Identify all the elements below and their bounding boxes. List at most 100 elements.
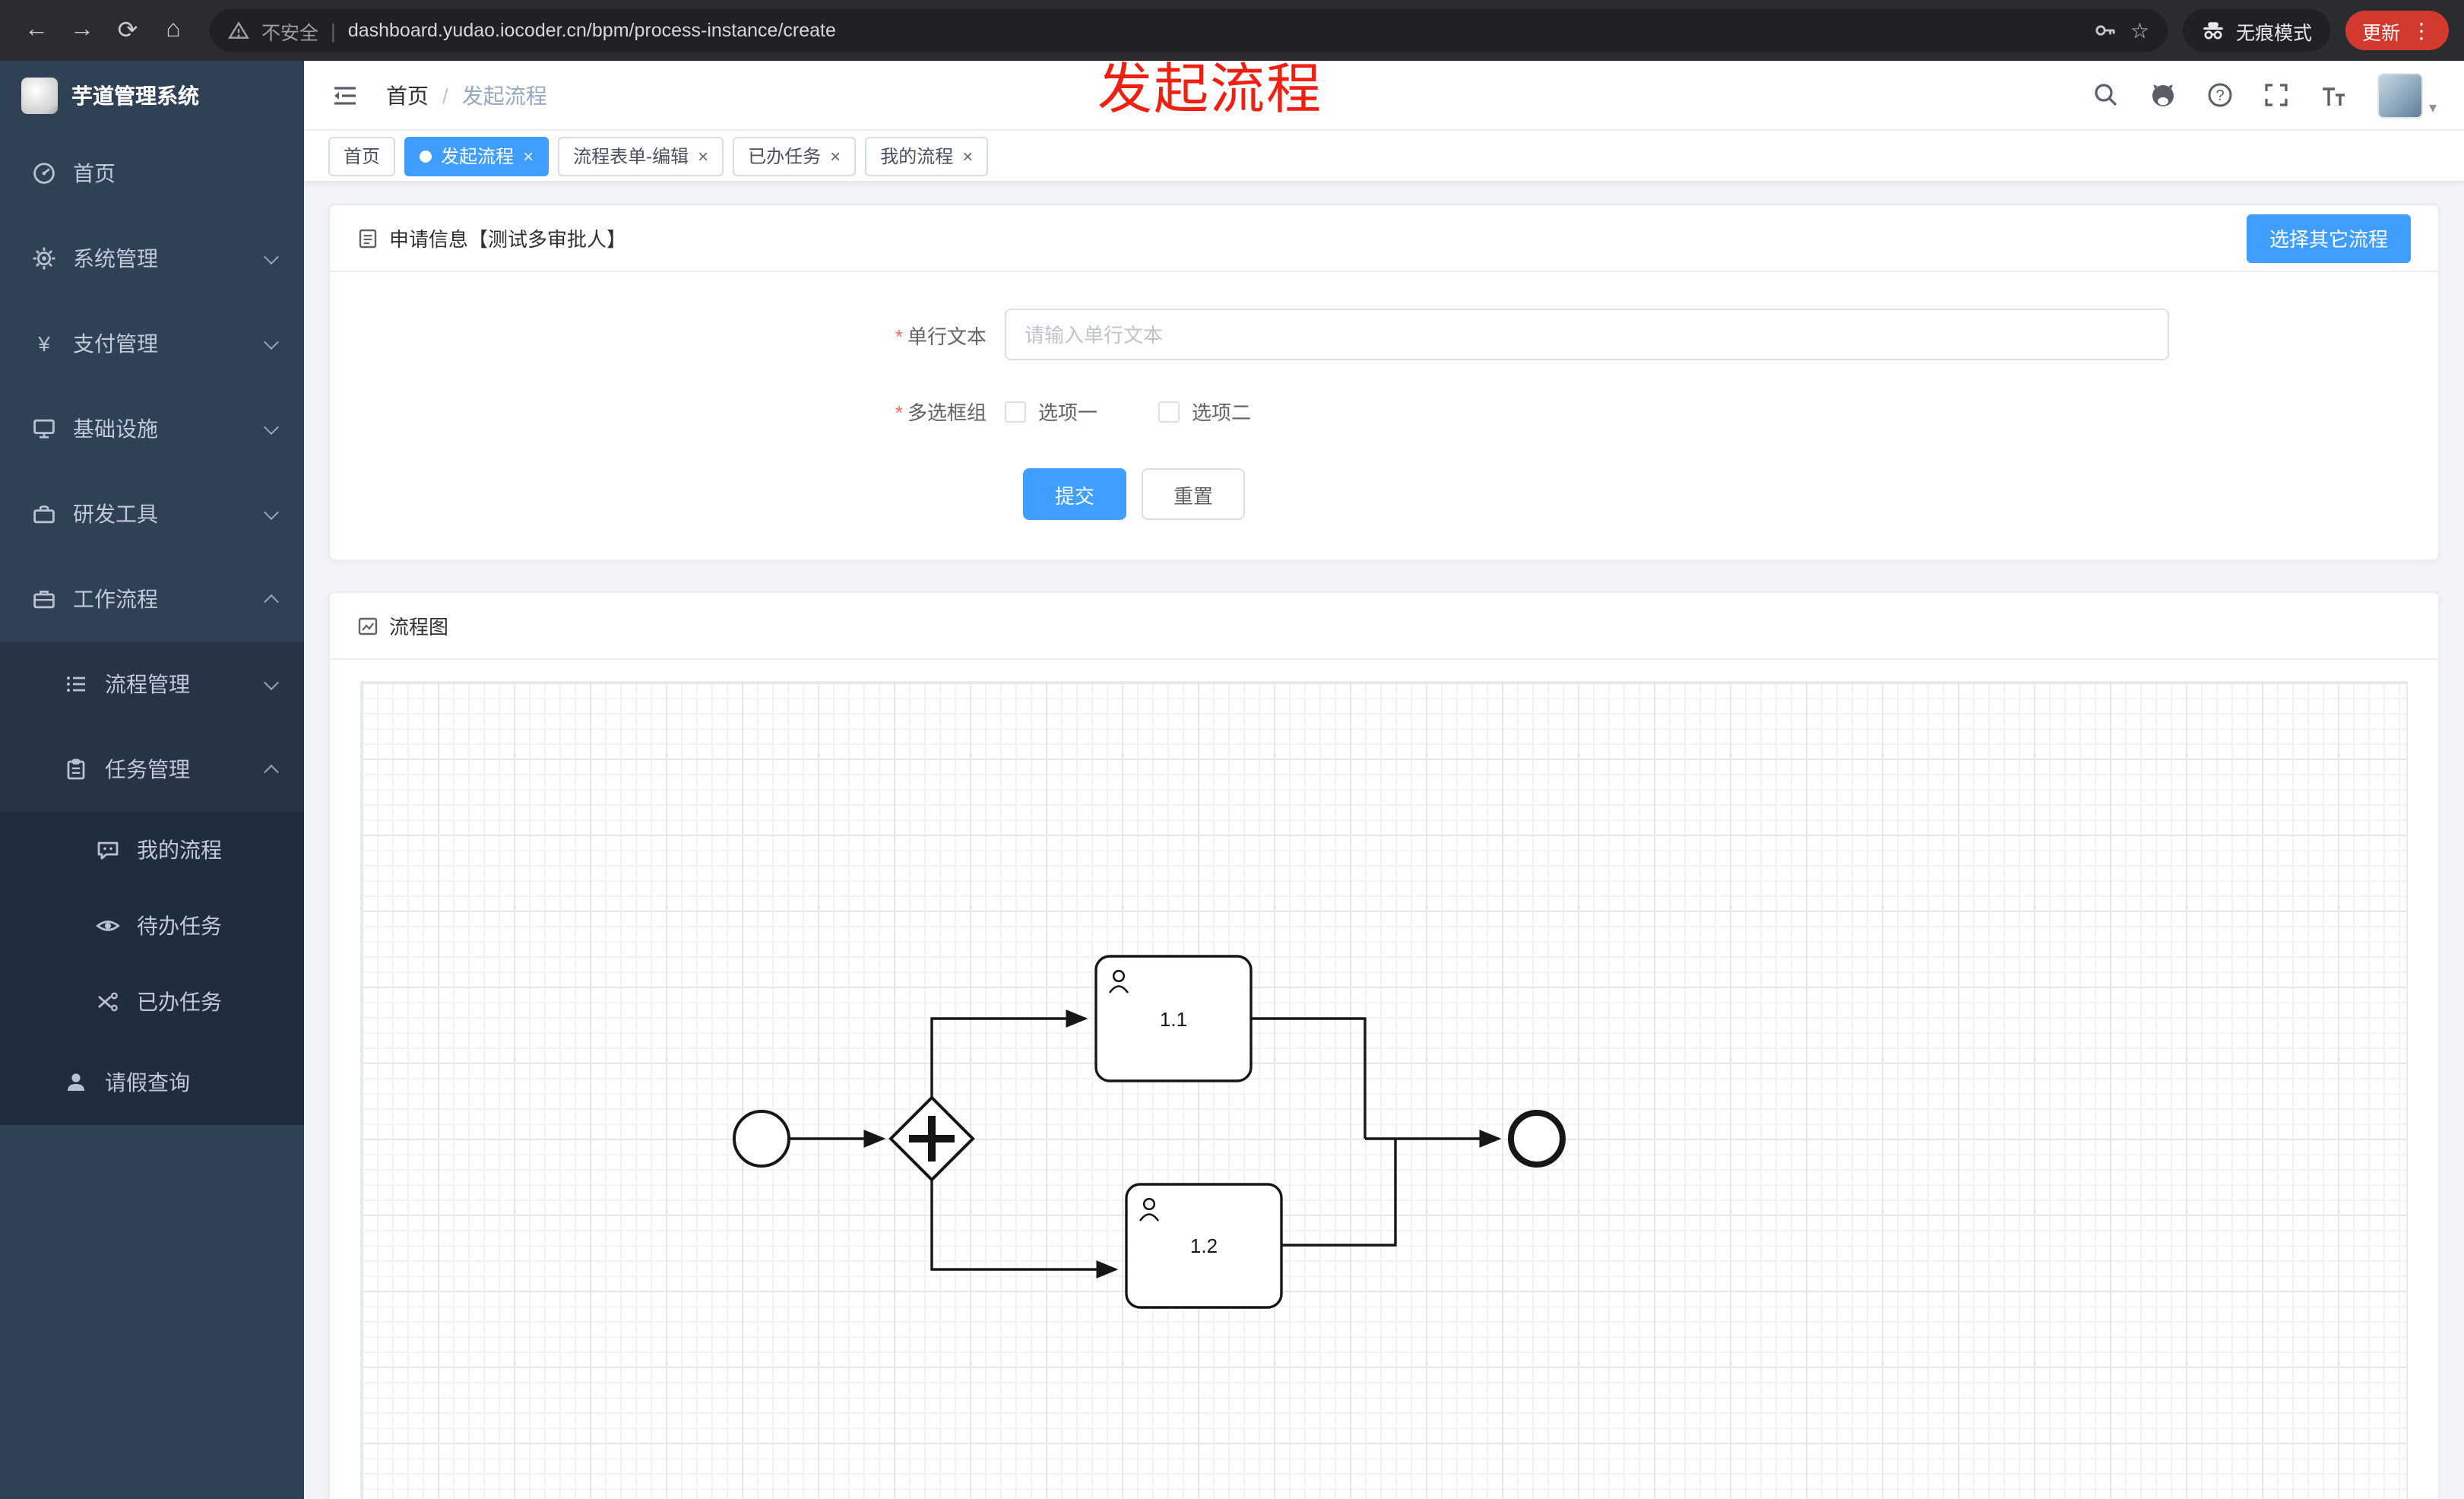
sidebar-item-label: 我的流程 bbox=[137, 838, 222, 862]
browser-menu-icon[interactable]: ⋮ bbox=[2411, 17, 2432, 42]
sidebar-item-system-management[interactable]: 系统管理 bbox=[0, 216, 304, 301]
checkbox-option-1[interactable]: 选项一 bbox=[1005, 397, 1097, 426]
single-line-text-input[interactable] bbox=[1005, 309, 2169, 360]
close-icon[interactable]: × bbox=[830, 145, 841, 166]
sidebar-item-process-management[interactable]: 流程管理 bbox=[0, 642, 304, 727]
address-bar[interactable]: 不安全 | dashboard.yudao.iocoder.cn/bpm/pro… bbox=[210, 9, 2168, 52]
browser-forward-button[interactable]: → bbox=[61, 9, 103, 52]
chevron-up-icon bbox=[264, 593, 279, 609]
incognito-badge: 无痕模式 bbox=[2182, 9, 2330, 52]
github-icon[interactable] bbox=[2149, 81, 2177, 109]
select-other-process-button[interactable]: 选择其它流程 bbox=[2246, 214, 2411, 262]
page-header: 首页 / 发起流程 ? bbox=[304, 61, 2464, 131]
tab-create-process[interactable]: 发起流程 × bbox=[404, 136, 549, 176]
back-icon: ← bbox=[24, 17, 49, 43]
sidebar-item-label: 流程管理 bbox=[105, 672, 190, 696]
field-label: *单行文本 bbox=[330, 320, 987, 349]
bookmark-star-icon[interactable]: ☆ bbox=[2130, 17, 2149, 42]
browser-home-button[interactable]: ⌂ bbox=[152, 9, 195, 52]
close-icon[interactable]: × bbox=[698, 145, 709, 166]
card-title: 流程图 bbox=[389, 616, 449, 639]
active-tab-dot bbox=[420, 150, 432, 162]
tab-label: 流程表单-编辑 bbox=[573, 146, 689, 167]
tab-label: 发起流程 bbox=[441, 146, 515, 167]
breadcrumb-current: 发起流程 bbox=[461, 83, 547, 107]
breadcrumb-separator: / bbox=[442, 83, 448, 107]
sidebar-item-done-tasks[interactable]: 已办任务 bbox=[0, 964, 304, 1040]
incognito-icon bbox=[2201, 18, 2225, 43]
password-key-icon[interactable] bbox=[2094, 18, 2118, 43]
required-asterisk: * bbox=[895, 401, 903, 424]
process-canvas[interactable]: 1.1 1.2 bbox=[360, 681, 2408, 1499]
url-text[interactable]: dashboard.yudao.iocoder.cn/bpm/process-i… bbox=[347, 20, 836, 41]
user-task-node[interactable]: 1.1 bbox=[1094, 955, 1253, 1082]
close-icon[interactable]: × bbox=[523, 145, 534, 166]
logo-image bbox=[21, 78, 58, 114]
single-line-text-row: *单行文本 bbox=[330, 309, 2438, 360]
task-label: 1.1 bbox=[1160, 1008, 1187, 1031]
sidebar-collapse-icon[interactable] bbox=[331, 81, 359, 109]
field-label-text: 单行文本 bbox=[907, 325, 987, 347]
sidebar-item-label: 基础设施 bbox=[73, 417, 158, 441]
checkbox-icon[interactable] bbox=[1005, 401, 1026, 422]
sidebar-item-label: 工作流程 bbox=[73, 587, 158, 611]
close-icon[interactable]: × bbox=[962, 145, 974, 166]
diagram-icon bbox=[357, 615, 378, 636]
sidebar-item-payment-management[interactable]: ¥ 支付管理 bbox=[0, 301, 304, 386]
font-size-icon[interactable] bbox=[2320, 81, 2347, 109]
checkbox-group-row: *多选框组 选项一 选项二 bbox=[330, 397, 2438, 426]
page-overlay-title: 发起流程 bbox=[1097, 58, 1323, 120]
reset-button[interactable]: 重置 bbox=[1142, 468, 1246, 520]
sidebar-item-task-management[interactable]: 任务管理 bbox=[0, 727, 304, 812]
end-event[interactable] bbox=[1508, 1110, 1566, 1168]
bpmn-diagram: 1.1 1.2 bbox=[733, 955, 1566, 1309]
form-actions: 提交 重置 bbox=[1023, 468, 2438, 520]
main-area: 首页 / 发起流程 ? bbox=[304, 61, 2464, 1499]
checkbox-icon[interactable] bbox=[1158, 401, 1180, 422]
completed-tasks-icon bbox=[96, 990, 120, 1014]
monitor-icon bbox=[32, 417, 56, 441]
sidebar-item-infrastructure[interactable]: 基础设施 bbox=[0, 386, 304, 471]
app-logo[interactable]: 芋道管理系统 bbox=[0, 61, 304, 131]
fullscreen-icon[interactable] bbox=[2263, 82, 2289, 108]
browser-reload-button[interactable]: ⟳ bbox=[106, 9, 149, 52]
application-info-card-header: 申请信息【测试多审批人】 选择其它流程 bbox=[330, 205, 2438, 272]
omnibox-divider: | bbox=[331, 19, 336, 42]
tabs-bar: 首页 发起流程 × 流程表单-编辑 × 已办任务 × 我的流程 × bbox=[304, 131, 2464, 182]
home-icon: ⌂ bbox=[166, 17, 181, 43]
process-diagram-card-header: 流程图 bbox=[330, 593, 2438, 660]
breadcrumb-home[interactable]: 首页 bbox=[386, 83, 429, 107]
tab-label: 首页 bbox=[344, 146, 381, 167]
tab-form-edit[interactable]: 流程表单-编辑 × bbox=[558, 136, 724, 176]
sidebar-item-label: 系统管理 bbox=[73, 246, 158, 271]
sidebar-item-leave-query[interactable]: 请假查询 bbox=[0, 1040, 304, 1125]
chevron-down-icon bbox=[264, 419, 279, 435]
browser-update-button[interactable]: 更新 ⋮ bbox=[2345, 11, 2449, 50]
sidebar: 芋道管理系统 首页 系统管理 ¥ 支付管理 bbox=[0, 61, 304, 1499]
parallel-gateway[interactable] bbox=[888, 1095, 975, 1182]
browser-back-button[interactable]: ← bbox=[15, 9, 58, 52]
tab-my-processes[interactable]: 我的流程 × bbox=[865, 136, 989, 176]
start-event[interactable] bbox=[733, 1110, 790, 1168]
sidebar-item-workflow[interactable]: 工作流程 bbox=[0, 556, 304, 642]
sidebar-item-dev-tools[interactable]: 研发工具 bbox=[0, 471, 304, 556]
sidebar-item-pending-tasks[interactable]: 待办任务 bbox=[0, 888, 304, 964]
user-task-icon bbox=[1108, 969, 1129, 994]
avatar[interactable] bbox=[2377, 72, 2423, 118]
help-icon[interactable]: ? bbox=[2207, 82, 2233, 108]
user-task-node[interactable]: 1.2 bbox=[1125, 1183, 1283, 1309]
eye-icon bbox=[96, 914, 120, 938]
chevron-down-icon bbox=[264, 249, 279, 265]
security-label[interactable]: 不安全 bbox=[261, 22, 319, 43]
sidebar-item-my-processes[interactable]: 我的流程 bbox=[0, 812, 304, 888]
checkbox-option-2[interactable]: 选项二 bbox=[1158, 397, 1251, 426]
tab-done-tasks[interactable]: 已办任务 × bbox=[733, 136, 857, 176]
search-icon[interactable] bbox=[2093, 82, 2119, 108]
breadcrumb: 首页 / 发起流程 bbox=[386, 80, 547, 110]
user-avatar-menu[interactable]: ▾ bbox=[2377, 72, 2437, 118]
tab-home[interactable]: 首页 bbox=[328, 136, 396, 176]
submit-button[interactable]: 提交 bbox=[1023, 468, 1127, 520]
sidebar-item-label: 待办任务 bbox=[137, 914, 222, 938]
sidebar-item-home[interactable]: 首页 bbox=[0, 131, 304, 216]
person-icon bbox=[64, 1070, 88, 1095]
